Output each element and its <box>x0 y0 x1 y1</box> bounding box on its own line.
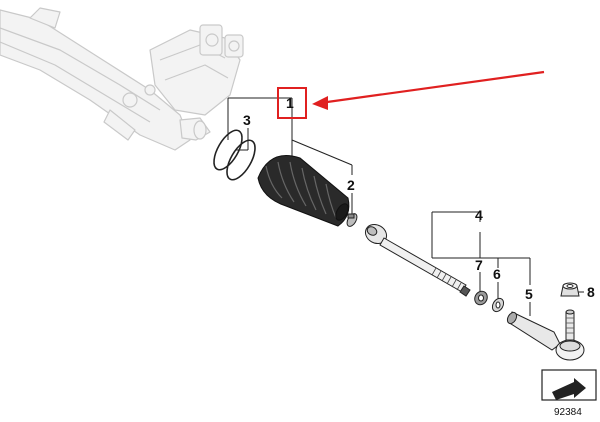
callout-1: 1 <box>286 95 294 111</box>
callout-7: 7 <box>475 257 483 273</box>
boot-clamp <box>346 213 358 227</box>
callout-3: 3 <box>243 112 251 128</box>
washer <box>491 297 505 313</box>
callout-4: 4 <box>475 207 483 223</box>
o-ring-seals <box>213 129 256 181</box>
callout-labels: 1 3 2 4 7 6 5 8 <box>243 95 595 302</box>
steering-rack-housing <box>0 7 244 151</box>
highlight-arrow <box>319 70 545 105</box>
bellows-boot <box>257 155 350 227</box>
highlight-arrowhead <box>312 96 328 110</box>
direction-arrow-icon <box>541 369 597 401</box>
callout-5: 5 <box>525 286 533 302</box>
callout-2: 2 <box>347 177 355 193</box>
bracket-lines <box>227 97 584 316</box>
highlight-box <box>277 87 307 119</box>
callout-6: 6 <box>493 266 501 282</box>
tie-rod <box>364 223 471 297</box>
figure-id: 92384 <box>554 407 582 418</box>
highlight-annotation <box>277 70 545 119</box>
tie-rod-end <box>506 309 585 361</box>
lock-nut <box>474 290 488 306</box>
stud-nut <box>560 282 580 297</box>
callout-8: 8 <box>587 284 595 300</box>
